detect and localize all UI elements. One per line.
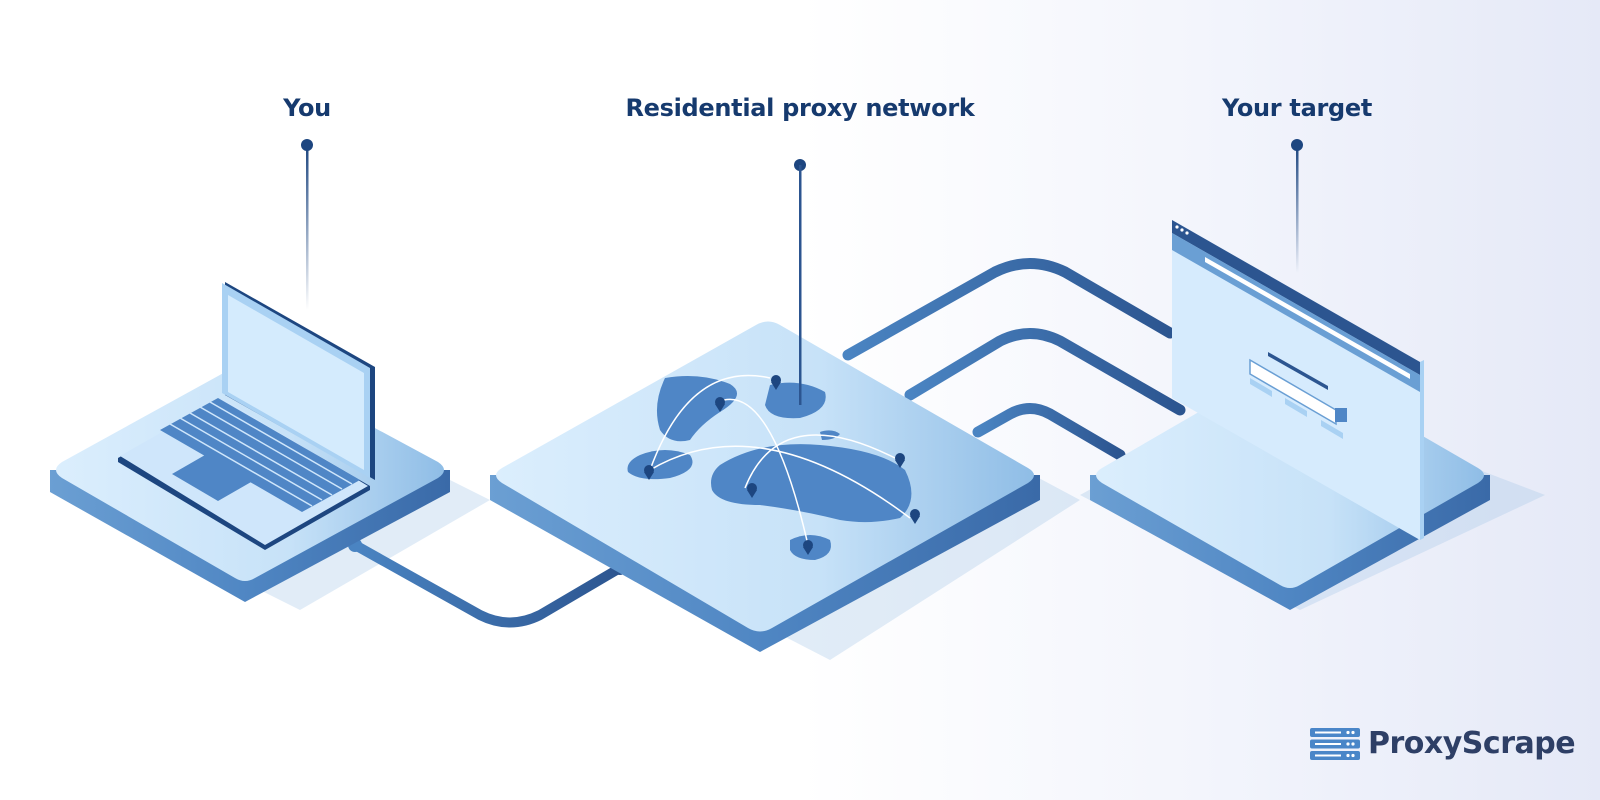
server-stack-icon <box>1310 727 1360 760</box>
pin-icon <box>747 483 757 498</box>
browser-window-icon <box>1172 220 1424 540</box>
location-pins <box>644 375 920 555</box>
laptop-icon <box>118 282 375 550</box>
pin-icon <box>644 465 654 480</box>
world-map-icon <box>627 376 912 560</box>
pin-icon <box>803 540 813 555</box>
label-stems <box>301 139 1303 405</box>
brand-logo: ProxyScrape <box>1310 726 1576 761</box>
brand-name: ProxyScrape <box>1368 726 1576 761</box>
label-target: Your target <box>1221 94 1373 122</box>
cable-you-network <box>350 540 625 628</box>
cables <box>842 258 1186 461</box>
pin-icon <box>910 509 920 524</box>
label-network: Residential proxy network <box>625 94 975 122</box>
pin-icon <box>771 375 781 390</box>
pin-icon <box>715 397 725 412</box>
route-arcs <box>649 374 911 546</box>
label-you: You <box>283 94 331 122</box>
pin-icon <box>895 453 905 468</box>
